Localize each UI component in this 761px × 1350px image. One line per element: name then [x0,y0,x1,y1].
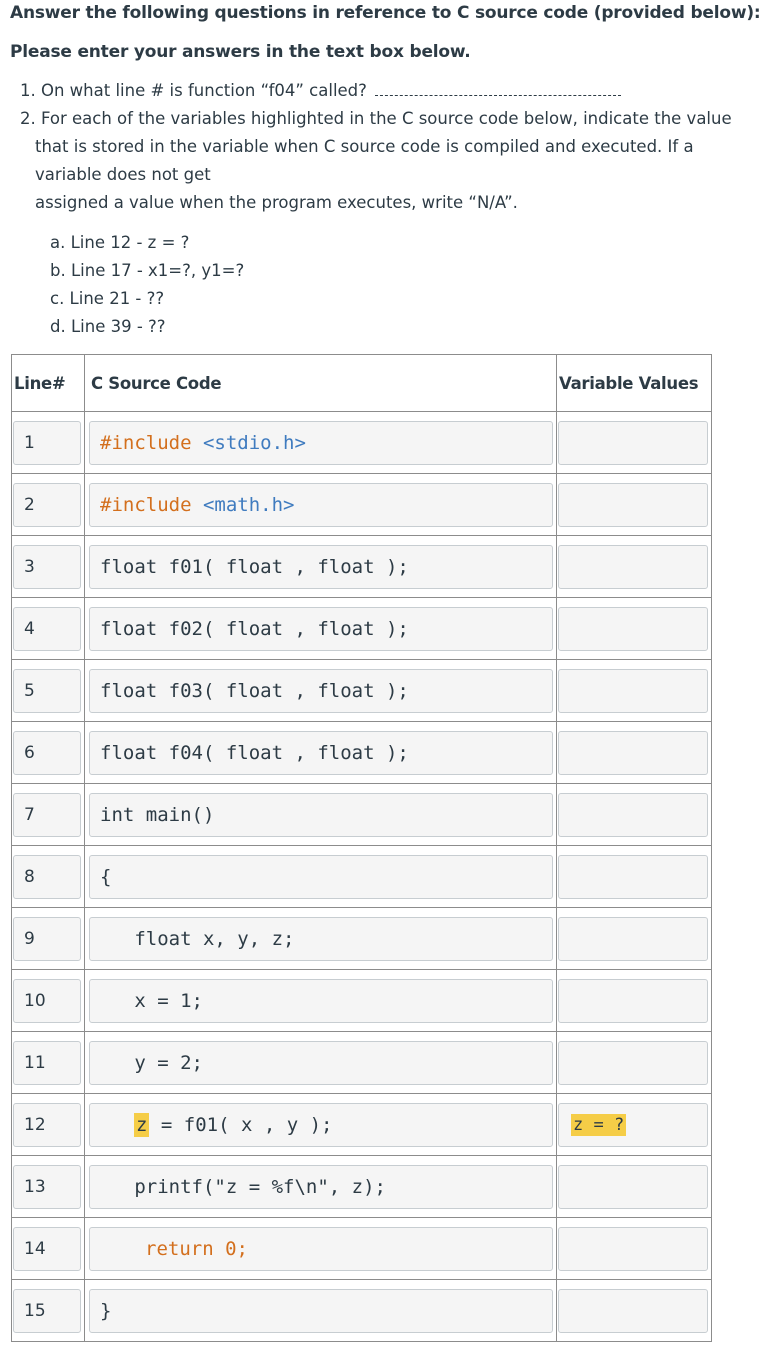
instruction-text: Please enter your answers in the text bo… [10,42,471,62]
table-row: 6 float f04( float , float ); [11,721,712,784]
code-header-file: <stdio.h> [191,431,306,454]
variable-value: z = ? [571,1113,627,1136]
code-box[interactable]: float f04( float , float ); [89,730,553,775]
table-row: 7 int main() [11,783,712,846]
variable-box[interactable] [558,854,708,899]
question-2-line-2: that is stored in the variable when C so… [35,137,694,156]
answer-blank [374,95,621,96]
page-title: Answer the following questions in refere… [10,3,761,23]
line-number-box[interactable]: 7 [13,792,81,837]
code-box[interactable]: z = f01( x , y ); [89,1102,553,1147]
line-number-box[interactable]: 12 [13,1102,81,1147]
table-row: 5 float f03( float , float ); [11,659,712,722]
code-box[interactable]: float x, y, z; [89,916,553,961]
code-box[interactable]: y = 2; [89,1040,553,1085]
variable-box[interactable] [558,544,708,589]
variable-box[interactable] [558,606,708,651]
sub-question-d: d. Line 39 - ?? [50,317,166,336]
code-box[interactable]: x = 1; [89,978,553,1023]
code-box[interactable]: float f03( float , float ); [89,668,553,713]
table-row: 11 y = 2; [11,1031,712,1094]
line-number-box[interactable]: 3 [13,544,81,589]
code-box[interactable]: #include <math.h> [89,482,553,527]
variable-box[interactable] [558,1226,708,1271]
sub-question-b: b. Line 17 - x1=?, y1=? [50,261,245,280]
sub-question-c: c. Line 21 - ?? [50,289,165,308]
variable-box[interactable] [558,730,708,775]
code-box[interactable]: { [89,854,553,899]
highlighted-variable: z [134,1112,150,1137]
table-row: 3 float f01( float , float ); [11,535,712,598]
code-box[interactable]: #include <stdio.h> [89,420,553,465]
code-keyword: #include [100,493,192,516]
line-number-box[interactable]: 14 [13,1226,81,1271]
table-row: 1 #include <stdio.h> [11,411,712,474]
table-row: 15 } [11,1279,712,1342]
line-number-box[interactable]: 11 [13,1040,81,1085]
code-keyword: return 0; [145,1237,248,1260]
code-box[interactable]: } [89,1288,553,1333]
line-number-box[interactable]: 10 [13,978,81,1023]
variable-box[interactable] [558,1040,708,1085]
table-row: 12 z = f01( x , y ); z = ? [11,1093,712,1156]
code-text: = f01( x , y ); [149,1113,333,1136]
line-number-box[interactable]: 6 [13,730,81,775]
line-number-box[interactable]: 15 [13,1288,81,1333]
table-row: 14 return 0; [11,1217,712,1280]
line-number-box[interactable]: 2 [13,482,81,527]
code-table: Line# C Source Code Variable Values 1 #i… [11,354,712,1342]
line-number-box[interactable]: 4 [13,606,81,651]
code-box[interactable]: int main() [89,792,553,837]
line-number-box[interactable]: 9 [13,916,81,961]
line-number-box[interactable]: 5 [13,668,81,713]
question-1: 1. On what line # is function “f04” call… [20,81,621,100]
table-row: 9 float x, y, z; [11,907,712,970]
header-source-code: C Source Code [84,354,557,412]
question-2-line-1: 2. For each of the variables highlighted… [20,109,732,128]
line-number-box[interactable]: 1 [13,420,81,465]
code-box[interactable]: return 0; [89,1226,553,1271]
variable-box[interactable] [558,978,708,1023]
sub-question-a: a. Line 12 - z = ? [50,233,190,252]
table-row: 2 #include <math.h> [11,473,712,536]
question-2-line-3: variable does not get [35,165,211,184]
variable-box[interactable] [558,1164,708,1209]
line-number-box[interactable]: 13 [13,1164,81,1209]
line-number-box[interactable]: 8 [13,854,81,899]
header-line-number: Line# [11,354,85,412]
variable-box[interactable] [558,792,708,837]
table-row: 13 printf("z = %f\n", z); [11,1155,712,1218]
table-row: 8 { [11,845,712,908]
question-1-text: 1. On what line # is function “f04” call… [20,81,367,100]
variable-box[interactable] [558,1288,708,1333]
code-box[interactable]: printf("z = %f\n", z); [89,1164,553,1209]
variable-box[interactable] [558,668,708,713]
table-row: 4 float f02( float , float ); [11,597,712,660]
code-box[interactable]: float f01( float , float ); [89,544,553,589]
variable-box[interactable] [558,420,708,465]
header-variable-values: Variable Values [556,354,712,412]
code-keyword: #include [100,431,192,454]
variable-box[interactable] [558,916,708,961]
table-row: 10 x = 1; [11,969,712,1032]
code-box[interactable]: float f02( float , float ); [89,606,553,651]
code-header-file: <math.h> [191,493,295,516]
variable-box[interactable]: z = ? [558,1102,708,1147]
question-2-line-4: assigned a value when the program execut… [35,193,518,212]
variable-box[interactable] [558,482,708,527]
